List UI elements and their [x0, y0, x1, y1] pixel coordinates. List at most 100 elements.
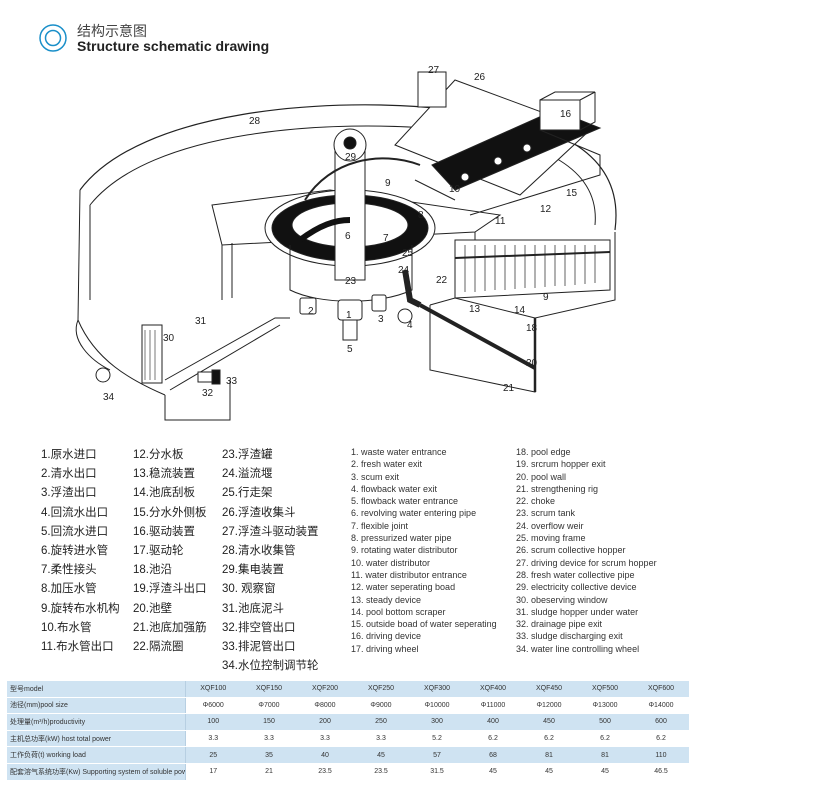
legend-item: 8. pressurized water pipe: [351, 533, 452, 544]
table-cell: Φ8000: [297, 697, 353, 715]
diagram-label: 5: [347, 344, 353, 355]
table-cell: Φ9000: [353, 697, 409, 715]
legend-item: 25. moving frame: [516, 533, 586, 544]
legend-item: 11.布水管出口: [41, 641, 114, 654]
diagram-label: 31: [195, 316, 207, 327]
diagram-label: 32: [202, 388, 214, 399]
legend-item: 2.清水出口: [41, 468, 97, 481]
table-cell: 6.2: [577, 730, 633, 748]
diagram-label: 9: [543, 292, 549, 303]
table-cell: 3.3: [297, 730, 353, 748]
legend-item: 30. 观察窗: [222, 583, 276, 596]
diagram-label: 15: [566, 188, 578, 199]
legend-item: 12.分水板: [133, 449, 184, 461]
table-cell: 81: [577, 746, 633, 764]
table-cell: Φ12000: [521, 697, 577, 715]
table-cell: Φ11000: [465, 697, 521, 715]
diagram-label: 18: [526, 323, 538, 334]
table-cell: 110: [633, 746, 689, 764]
table-cell: XQF150: [241, 681, 297, 698]
table-cell: 400: [465, 713, 521, 731]
diagram-label: 12: [540, 204, 552, 215]
table-cell: 23.5: [353, 763, 409, 781]
table-cell: 45: [577, 763, 633, 781]
legend-item: 23. scrum tank: [516, 508, 576, 519]
legend-item: 16. driving device: [351, 631, 422, 642]
diagram-label: 27: [428, 65, 440, 76]
diagram-label: 6: [345, 231, 351, 242]
table-cell: XQF450: [521, 681, 577, 698]
table-cell: XQF250: [353, 681, 409, 698]
diagram-label: 23: [345, 276, 357, 287]
table-cell: 450: [521, 713, 577, 731]
diagram-label: 30: [163, 333, 175, 344]
legend-item: 34. water line controlling wheel: [516, 643, 640, 654]
diagram-label: 22: [436, 275, 448, 286]
diagram-label: 10: [449, 184, 461, 195]
diagram-label: 13: [469, 304, 481, 315]
legend-item: 4.回流水出口: [41, 506, 109, 519]
table-cell: Φ13000: [577, 697, 633, 715]
legend-item: 30. obeserving window: [516, 594, 608, 605]
legend-en-col1: 1. waste water entrance 2. fresh water e…: [351, 446, 497, 655]
table-cell: 100: [184, 713, 241, 731]
diagram-label: 29: [345, 152, 357, 163]
diagram-label: 4: [407, 320, 413, 331]
table-cell: 6.2: [521, 730, 577, 748]
legend-item: 1. waste water entrance: [351, 447, 447, 457]
diagram-label: 8: [418, 210, 424, 221]
table-cell: 21: [241, 763, 297, 781]
table-cell: 250: [353, 713, 409, 731]
legend-item: 33. sludge discharging exit: [516, 631, 623, 642]
diagram-label: 3: [378, 314, 384, 325]
legend-item: 17.驱动轮: [133, 545, 184, 558]
legend-item: 33.排泥管出口: [222, 641, 296, 654]
table-cell: 600: [633, 713, 689, 731]
legend-item: 6.旋转进水管: [41, 545, 109, 558]
legend-item: 26.浮渣收集斗: [222, 506, 296, 519]
diagram-label: 11: [495, 216, 506, 227]
diagram-label: 16: [560, 109, 572, 120]
legend-item: 29.集电装置: [222, 564, 284, 577]
title-chinese: 结构示意图: [77, 23, 147, 39]
legend-item: 22. choke: [516, 496, 556, 507]
table-cell: XQF300: [409, 681, 465, 698]
table-cell: 500: [577, 713, 633, 731]
legend-item: 3.浮渣出口: [41, 487, 97, 500]
legend-item: 6. revolving water entering pipe: [351, 508, 477, 519]
row-label: 池径(mm)pool size: [7, 697, 185, 715]
table-cell: 300: [409, 713, 465, 731]
legend-item: 27. driving device for scrum hopper: [516, 557, 657, 568]
legend-item: 13.稳流装置: [133, 468, 195, 481]
table-cell: 68: [465, 746, 521, 764]
legend-item: 13. steady device: [351, 594, 422, 605]
diagram-label: 20: [526, 358, 538, 369]
legend-item: 26. scrum collective hopper: [516, 545, 626, 556]
table-cell: 45: [521, 763, 577, 781]
legend-item: 23.浮渣罐: [222, 449, 273, 461]
table-cell: 46.5: [633, 763, 689, 781]
legend-item: 32.排空管出口: [222, 621, 296, 634]
legend-cn-col3: 23.浮渣罐 24.溢流堰 25.行走架 26.浮渣收集斗 27.浮渣斗驱动装置…: [222, 446, 319, 676]
legend-item: 5. flowback water entrance: [351, 496, 459, 507]
legend-item: 27.浮渣斗驱动装置: [222, 525, 319, 538]
table-cell: XQF100: [184, 681, 241, 698]
legend-item: 20.池壁: [133, 602, 172, 615]
table-cell: Φ10000: [409, 697, 465, 715]
legend-item: 28.清水收集管: [222, 545, 296, 558]
table-cell: 3.3: [241, 730, 297, 748]
diagram-label: 26: [474, 72, 486, 83]
legend-item: 15.分水外侧板: [133, 506, 207, 519]
table-cell: Φ14000: [633, 697, 689, 715]
legend-item: 31.池底泥斗: [222, 602, 284, 615]
table-cell: 3.3: [184, 730, 241, 748]
legend-item: 24. overflow weir: [516, 520, 584, 531]
legend-item: 25.行走架: [222, 487, 273, 500]
legend-item: 2. fresh water exit: [351, 459, 423, 470]
table-cell: 150: [241, 713, 297, 731]
table-cell: 23.5: [297, 763, 353, 781]
row-label: 主机总功率(kW) host total power: [7, 730, 185, 748]
legend-item: 10.布水管: [41, 621, 92, 634]
legend-cn-col2: 12.分水板 13.稳流装置 14.池底刮板 15.分水外侧板 16.驱动装置 …: [133, 446, 207, 657]
legend-item: 10. water distributor: [351, 557, 431, 568]
